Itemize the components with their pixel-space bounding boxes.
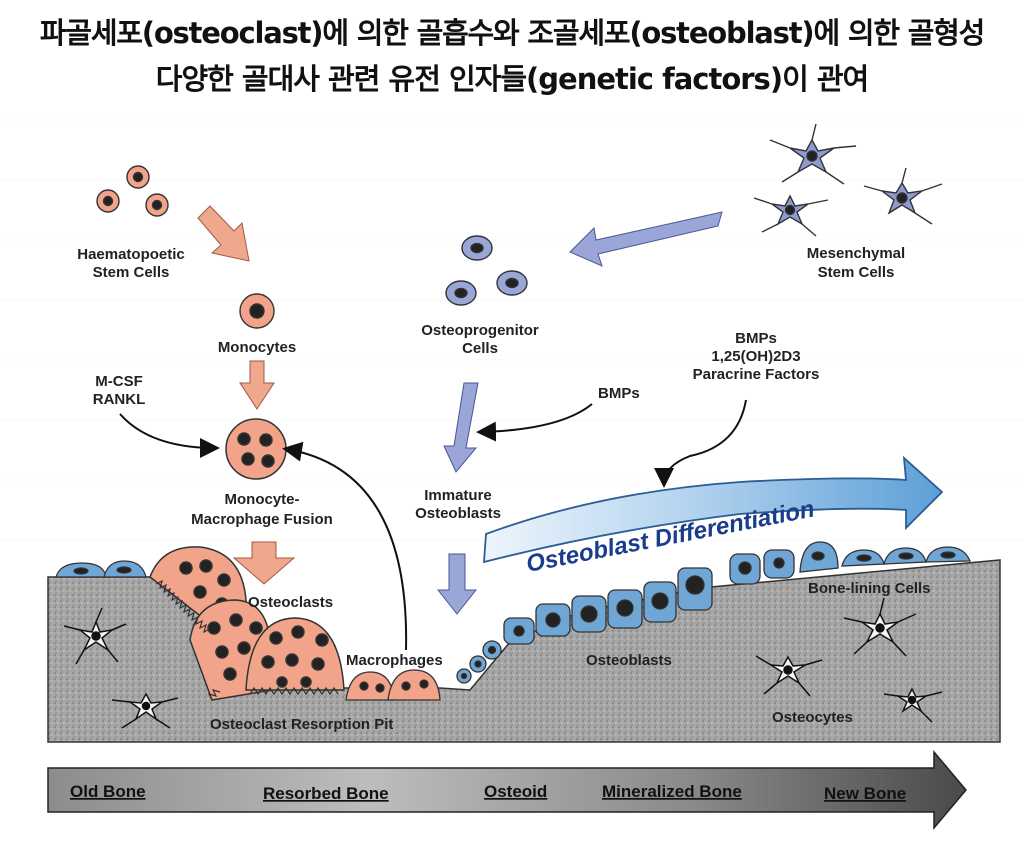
title-line-2: 다양한 골대사 관련 유전 인자들(genetic factors)이 관여 xyxy=(155,62,869,96)
timeline-osteoid: Osteoid xyxy=(484,782,547,801)
progenitor-down-arrow xyxy=(443,382,479,473)
hsc-label-2: Stem Cells xyxy=(93,264,170,281)
fusion-label-2: Macrophage Fusion xyxy=(191,511,333,528)
monocytes-label: Monocytes xyxy=(218,339,296,356)
msc-label-1: Mesenchymal xyxy=(807,245,905,262)
title-line-1: 파골세포(osteoclast)에 의한 골흡수와 조골세포(osteoblas… xyxy=(39,16,985,50)
msc-to-progenitor-arrow xyxy=(569,211,723,267)
osteoblasts-label: Osteoblasts xyxy=(586,652,672,669)
hsc-to-monocyte-arrow xyxy=(197,205,250,262)
paracrine-arrow xyxy=(654,399,747,488)
mcsf-label: M-CSF xyxy=(95,373,143,390)
background-texture xyxy=(0,119,1024,541)
monocyte-down-arrow xyxy=(239,360,275,410)
timeline-new-bone: New Bone xyxy=(824,784,906,803)
osteoclast-cells xyxy=(149,546,345,701)
timeline-mineralized-bone: Mineralized Bone xyxy=(602,782,742,801)
macrophages-label: Macrophages xyxy=(346,652,443,669)
immature-down-arrow xyxy=(436,553,478,615)
osteocyte-cells xyxy=(63,597,943,729)
progenitor-label-1: Osteoprogenitor xyxy=(421,322,539,339)
timeline-resorbed-bone: Resorbed Bone xyxy=(263,784,389,803)
immature-label-1: Immature xyxy=(424,487,492,504)
ruffled-border xyxy=(155,579,339,701)
bmps-label: BMPs xyxy=(598,385,640,402)
timeline-old-bone: Old Bone xyxy=(70,782,146,801)
msc-label-2: Stem Cells xyxy=(818,264,895,281)
fusion-down-arrow xyxy=(232,541,296,585)
bmps2-label-3: Paracrine Factors xyxy=(693,366,820,383)
lining-cells-left xyxy=(55,560,147,578)
immature-label-2: Osteoblasts xyxy=(415,505,501,522)
lining-label: Bone-lining Cells xyxy=(808,580,931,597)
pit-label: Osteoclast Resorption Pit xyxy=(210,716,393,733)
timeline-bar: Old Bone Resorbed Bone Osteoid Mineraliz… xyxy=(47,749,967,831)
hsc-label-1: Haematopoetic xyxy=(77,246,185,263)
osteoblast-cells xyxy=(456,541,971,684)
osteocytes-label: Osteocytes xyxy=(772,709,853,726)
fusion-label-1: Monocyte- xyxy=(225,491,300,508)
monocyte-cell xyxy=(239,293,275,329)
osteoprogenitor-cells xyxy=(445,235,528,306)
svg-text:Monocyte-Macrophage Fusion: Monocyte- Macrophage Fusion xyxy=(191,491,333,528)
hsc-cells xyxy=(96,165,169,217)
bmps-arrow xyxy=(476,403,593,442)
bmps2-label-1: BMPs xyxy=(735,330,777,347)
fusion-cell xyxy=(225,418,287,480)
osteoclasts-label: Osteoclasts xyxy=(248,594,333,611)
macrophage-return-arrow xyxy=(282,441,408,651)
macrophage-cells xyxy=(345,669,441,701)
mcsf-arrow xyxy=(119,413,220,458)
progenitor-label-2: Cells xyxy=(462,340,498,357)
mesenchymal-cells xyxy=(753,123,943,237)
rankl-label: RANKL xyxy=(93,391,146,408)
bmps2-label-2: 1,25(OH)2D3 xyxy=(711,348,800,365)
